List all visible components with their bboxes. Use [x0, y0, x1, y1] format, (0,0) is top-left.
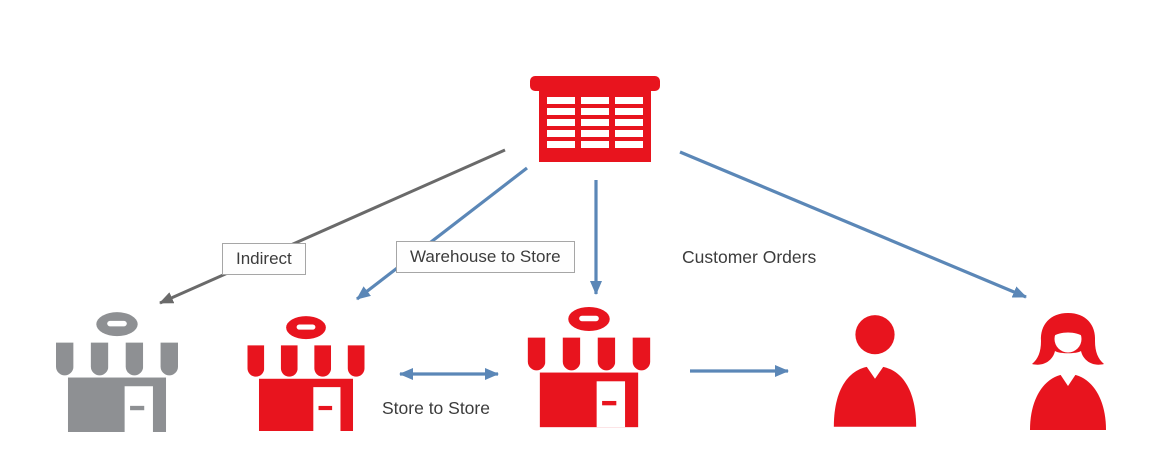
label-store-to-store: Store to Store [382, 398, 490, 418]
arrow-warehouse-to-store-a [356, 166, 528, 301]
arrow-warehouse-to-indirect-store [159, 148, 506, 305]
arrow-warehouse-to-customer-woman [679, 150, 1027, 299]
label-indirect: Indirect [222, 243, 306, 276]
store-a-icon [238, 314, 374, 431]
label-customer-orders: Customer Orders [682, 247, 817, 267]
store-b-icon [518, 304, 660, 428]
customer-man-icon [826, 306, 924, 430]
customer-woman-icon [1018, 306, 1118, 434]
warehouse-icon [530, 76, 660, 162]
indirect-store-icon [46, 310, 188, 432]
label-warehouse-to-store: Warehouse to Store [396, 241, 575, 274]
